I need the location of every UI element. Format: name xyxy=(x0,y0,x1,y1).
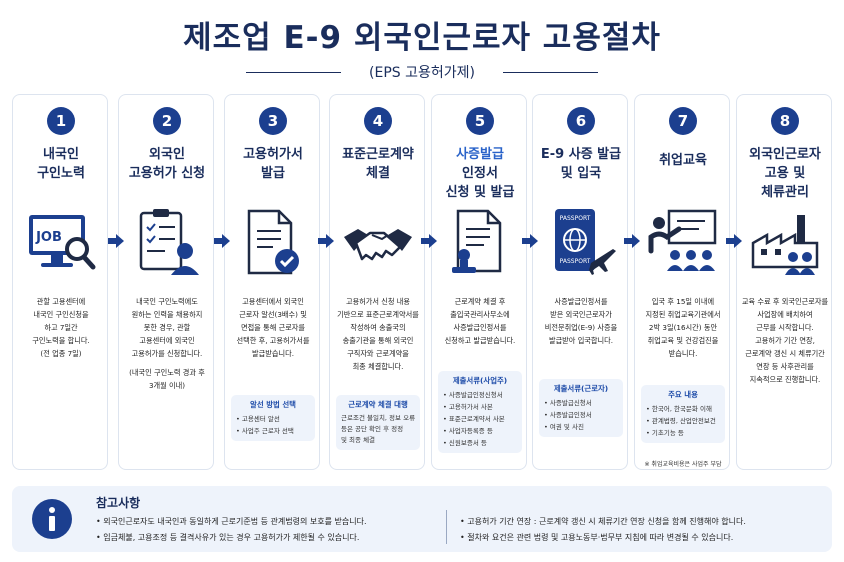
subtitle-line-right xyxy=(503,72,598,73)
reference-item: • 외국인근로자도 내국인과 동일하게 근로기준법 등 관계법령의 보호를 받습… xyxy=(96,517,367,526)
step-number: 5 xyxy=(466,107,494,135)
clipboard-person-icon xyxy=(139,209,199,275)
box-item: 근로조건 불일치, 정보 오류 xyxy=(341,414,416,422)
box-title: 근로계약 체결 대행 xyxy=(348,400,408,409)
info-icon xyxy=(32,499,72,539)
training-cost-note: ※ 취업교육비용은 사업주 부담 xyxy=(644,461,722,468)
box-item: • 한국어, 한국문화 이해 xyxy=(646,405,712,413)
arrow-right-icon xyxy=(108,234,124,248)
reference-left-list: • 외국인근로자도 내국인과 동일하게 근로기준법 등 관계법령의 보호를 받습… xyxy=(96,514,366,546)
subtitle-row: (EPS 고용허가제) xyxy=(0,62,844,82)
step-number: 3 xyxy=(259,107,287,135)
arrow-right-icon xyxy=(624,234,640,248)
handshake-icon xyxy=(344,229,412,261)
training-class-icon xyxy=(648,209,717,271)
job-label: JOB xyxy=(35,230,62,245)
reference-title: 참고사항 xyxy=(96,496,141,510)
arrow-right-icon xyxy=(726,234,742,248)
reference-divider xyxy=(446,510,447,544)
selection-method-box: 알선 방법 선택 • 고용센터 알선 • 사업주 근로자 선택 xyxy=(231,395,315,441)
box-item: • 사업자등록증 등 xyxy=(443,427,493,435)
box-item: • 사증발급인정서 xyxy=(544,411,592,419)
passport-top-label: PASSPORT xyxy=(560,215,591,222)
box-item: • 신원보증서 등 xyxy=(443,439,487,447)
box-item: • 고용허가서 사본 xyxy=(443,403,493,411)
step-number: 4 xyxy=(364,107,392,135)
step-number: 6 xyxy=(567,107,595,135)
box-item: • 사업주 근로자 선택 xyxy=(236,427,294,435)
box-title: 알선 방법 선택 xyxy=(250,400,296,409)
job-monitor-icon: JOB xyxy=(29,215,96,270)
box-item: • 고용센터 알선 xyxy=(236,415,280,423)
box-title: 제출서류(근로자) xyxy=(553,384,609,393)
box-item: 및 최종 체결 xyxy=(341,436,376,444)
box-item: • 사증발급인정신청서 xyxy=(443,391,503,399)
arrow-right-icon xyxy=(214,234,230,248)
arrow-right-icon xyxy=(522,234,538,248)
step-number: 2 xyxy=(153,107,181,135)
contract-agency-box: 근로계약 체결 대행 근로조건 불일치, 정보 오류 등은 공단 확인 후 정정… xyxy=(336,395,420,450)
step-number: 1 xyxy=(47,107,75,135)
subtitle-line-left xyxy=(246,72,341,73)
step-number: 7 xyxy=(669,107,697,135)
passport-bottom-label: PASSPORT xyxy=(560,258,591,265)
passport-plane-icon: PASSPORT PASSPORT xyxy=(555,209,616,275)
worker-documents-box: 제출서류(근로자) • 사증발급신청서 • 사증발급인정서 • 여권 및 사진 xyxy=(539,379,623,437)
box-item: • 기초기능 등 xyxy=(646,429,684,437)
reference-item: • 절차와 요건은 관련 법령 및 고용노동부·법무부 지침에 따라 변경될 수… xyxy=(460,533,734,542)
box-item: • 사증발급신청서 xyxy=(544,399,592,407)
document-check-icon xyxy=(247,209,299,275)
step-title: 취업교육 xyxy=(659,153,707,168)
arrow-right-icon xyxy=(318,234,334,248)
box-item: 등은 공단 확인 후 정정 xyxy=(341,425,404,433)
reference-item: • 고용허가 기간 연장 : 근로계약 갱신 시 체류기간 연장 신청을 함께 … xyxy=(460,517,746,526)
page-subtitle: (EPS 고용허가제) xyxy=(369,65,475,81)
document-stamp-icon xyxy=(452,209,502,273)
arrow-right-icon xyxy=(421,234,437,248)
reference-panel: 참고사항 • 외국인근로자도 내국인과 동일하게 근로기준법 등 관계법령의 보… xyxy=(12,486,832,552)
box-item: • 표준근로계약서 사본 xyxy=(443,415,505,423)
factory-workers-icon xyxy=(751,215,819,275)
employer-documents-box: 제출서류(사업주) • 사증발급인정신청서 • 고용허가서 사본 • 표준근로계… xyxy=(438,371,522,453)
main-content-box: 주요 내용 • 한국어, 한국문화 이해 • 관계법령, 산업안전보건 • 기초… xyxy=(641,385,725,443)
box-item: • 관계법령, 산업안전보건 xyxy=(646,417,716,425)
reference-item: • 임금체불, 고용조정 등 결격사유가 있는 경우 고용허가가 제한될 수 있… xyxy=(96,533,360,542)
box-item: • 여권 및 사진 xyxy=(544,423,584,431)
box-title: 주요 내용 xyxy=(668,390,698,399)
box-title: 제출서류(사업주) xyxy=(452,376,508,385)
step-number: 8 xyxy=(771,107,799,135)
page-title: 제조업 E-9 외국인근로자 고용절차 xyxy=(183,20,661,56)
reference-right-list: • 고용허가 기간 연장 : 근로계약 갱신 시 체류기간 연장 신청을 함께 … xyxy=(460,514,746,546)
